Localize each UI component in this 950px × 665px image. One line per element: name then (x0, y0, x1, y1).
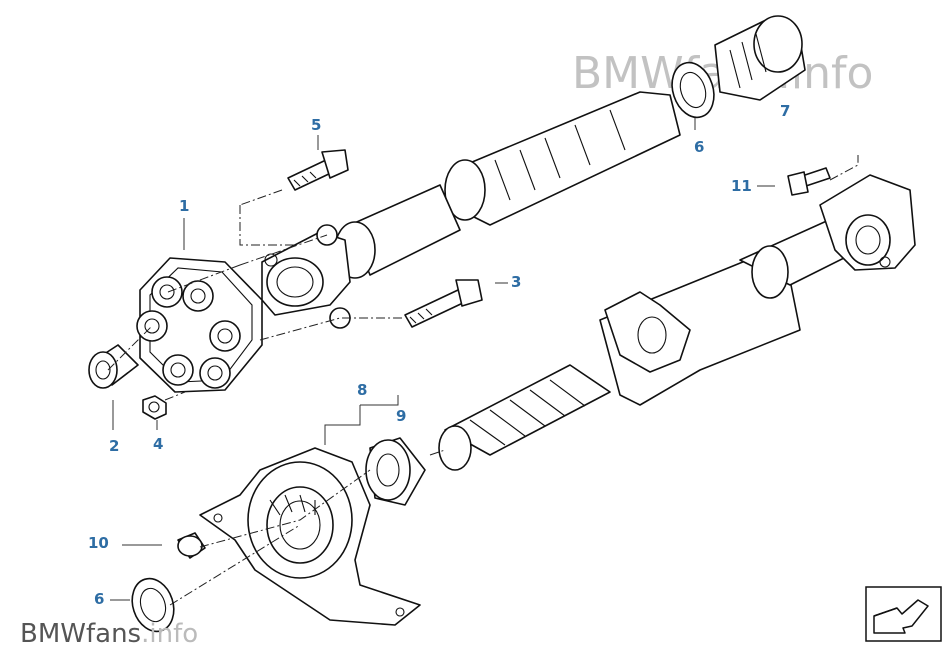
bolt-part-5 (287, 149, 349, 191)
callout-7: 7 (780, 102, 790, 120)
callout-11: 11 (731, 177, 752, 195)
centering-bushing (88, 344, 139, 389)
callout-1: 1 (179, 197, 189, 215)
callout-labels: 1 2 3 4 5 6 6 7 8 9 10 11 (88, 102, 790, 608)
callout-9: 9 (396, 407, 406, 425)
callout-3: 3 (511, 273, 521, 291)
next-page-arrow-icon[interactable] (865, 586, 942, 642)
rear-shaft (438, 174, 916, 471)
watermark-bottom: BMWfans.info (20, 619, 198, 649)
bolt-part-11 (787, 167, 831, 196)
flex-disc (136, 257, 263, 393)
needle-bearing-top (671, 61, 715, 119)
dust-boot (714, 15, 806, 101)
callout-6-top: 6 (694, 138, 704, 156)
callout-4: 4 (153, 435, 163, 453)
alignment-lines (107, 155, 859, 606)
watermark-bottom-fans: fans (86, 619, 141, 649)
callout-6-bottom: 6 (94, 590, 104, 608)
hex-nut (142, 395, 167, 420)
callout-5: 5 (311, 116, 321, 134)
callout-2: 2 (109, 437, 119, 455)
watermark-bottom-info: .info (141, 619, 198, 649)
front-shaft (261, 91, 681, 329)
needle-bearing-bottom (131, 577, 175, 633)
collar-nut (177, 532, 206, 559)
callout-8: 8 (357, 381, 367, 399)
leader-lines (110, 118, 775, 601)
watermark-bottom-brand: BMW (20, 619, 86, 649)
bolt-part-3 (404, 279, 483, 328)
callout-10: 10 (88, 534, 109, 552)
ball-bearing (365, 437, 426, 506)
watermark-top-brand: BMW (572, 48, 684, 99)
